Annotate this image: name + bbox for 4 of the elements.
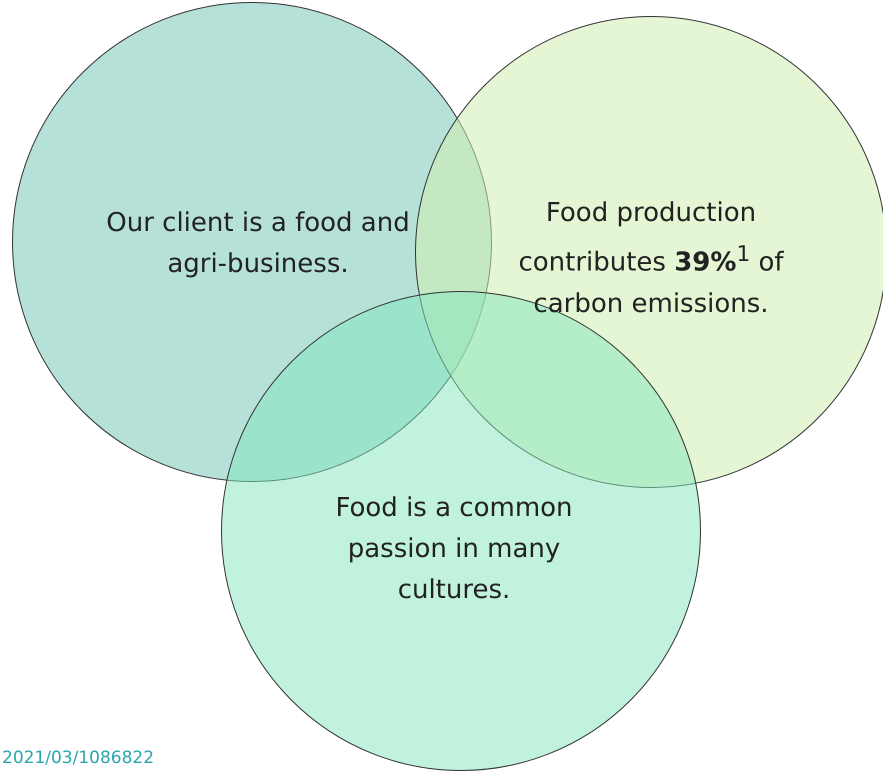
url-text: 2021/03/1086822: [2, 748, 154, 768]
circle-text: Food is a common passion in many cultures.: [334, 492, 574, 607]
circle-text: Food production contributes 39%$^{1}$ of carbon emissions.: [517, 197, 785, 321]
circle-text: Our client is a food and agri-business.: [105, 207, 411, 281]
